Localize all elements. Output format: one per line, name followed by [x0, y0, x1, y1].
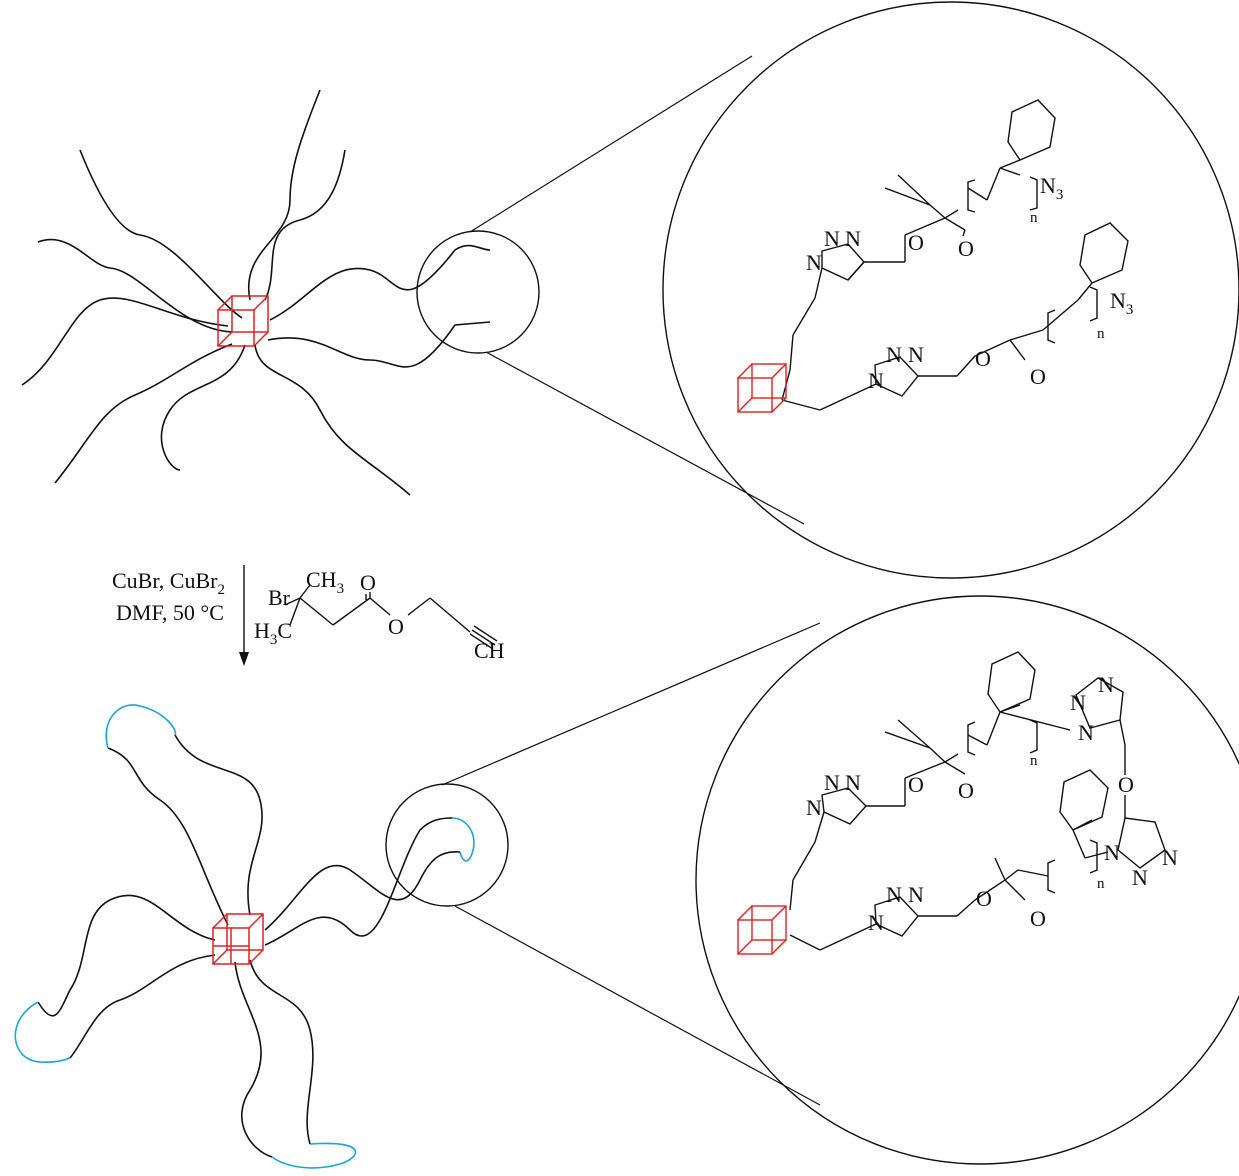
- polymer-arm: [69, 954, 216, 1059]
- atom-n: N: [868, 910, 884, 935]
- atom-o: O: [388, 614, 404, 639]
- atom-o: O: [958, 236, 974, 261]
- atom-o: O: [1030, 906, 1046, 931]
- alkyne-ch: CH: [474, 638, 505, 663]
- polymer-arm: [264, 851, 461, 931]
- repeat-n: n: [1030, 210, 1038, 226]
- zoom-line-top-upper: [469, 55, 753, 233]
- atom-n: N: [1162, 845, 1178, 870]
- atom-o: O: [1118, 772, 1134, 797]
- atom-n: N: [886, 882, 902, 907]
- atom-n: N: [1104, 840, 1120, 865]
- atom-o: O: [360, 570, 376, 595]
- atom-n: N: [806, 795, 822, 820]
- end-loop: [271, 1142, 357, 1169]
- atom-o: O: [908, 772, 924, 797]
- repeat-n: n: [1097, 326, 1105, 342]
- atom-n: N: [824, 770, 840, 795]
- atom-n: N: [845, 770, 861, 795]
- atom-n: N: [908, 882, 924, 907]
- polymer-arm: [21, 297, 229, 386]
- cube-core-bottom: [212, 913, 264, 965]
- atom-n: N: [845, 226, 861, 251]
- repeat-n: n: [1030, 753, 1038, 769]
- polymer-arm: [247, 89, 321, 301]
- zoom-circle-top: [662, 1, 1239, 579]
- atom-n: N: [1132, 865, 1148, 890]
- magnifier-circle-bottom: [385, 783, 509, 907]
- polymer-arm: [234, 961, 273, 1158]
- polymer-arm: [79, 149, 243, 319]
- reagent-molecule: Br CH3 H3C O O CH: [254, 567, 505, 663]
- cube-core-zoom-top: [737, 363, 787, 413]
- polymer-arm: [267, 321, 491, 368]
- methyl-h3c: H3C: [254, 618, 292, 648]
- zoom-circle-bottom: [695, 595, 1239, 1165]
- polymer-arm: [269, 244, 491, 321]
- atom-n: N: [886, 342, 902, 367]
- polymer-arm: [264, 149, 346, 301]
- star-polymer-top: [21, 89, 491, 496]
- zoom-line-bottom-upper: [441, 622, 821, 786]
- polymer-arm: [174, 734, 263, 916]
- zoom-structure-top: N N N O O N3 n N N N O O N3 n: [737, 99, 1133, 413]
- atom-o: O: [1030, 364, 1046, 389]
- reaction-arrow: [239, 565, 249, 666]
- azide-label: N3: [1110, 288, 1133, 318]
- atom-n: N: [824, 226, 840, 251]
- reagents-line2: DMF, 50 °C: [116, 600, 224, 625]
- star-polymer-bottom: [37, 734, 461, 1158]
- repeat-n: n: [1097, 876, 1105, 892]
- atom-o: O: [958, 778, 974, 803]
- end-loop: [14, 1001, 71, 1063]
- magnifier-circle-top: [416, 230, 540, 354]
- azide-label: N3: [1040, 173, 1063, 203]
- atom-n: N: [1098, 672, 1114, 697]
- methyl-ch3: CH3: [306, 567, 344, 597]
- polymer-arm: [254, 344, 411, 496]
- end-loop: [105, 704, 177, 749]
- zoom-line-bottom-lower: [454, 905, 821, 1106]
- polymer-arm: [54, 343, 233, 484]
- polymer-arm: [37, 238, 233, 333]
- zoom-line-top-lower: [485, 351, 805, 525]
- atom-n: N: [1070, 690, 1086, 715]
- atom-o: O: [975, 346, 991, 371]
- zoom-structure-bottom: N N N O O n N N N O N N N n N N N O O: [737, 651, 1178, 955]
- reagents-line1: CuBr, CuBr2: [112, 568, 225, 598]
- atom-br: Br: [268, 585, 291, 610]
- atom-n: N: [1078, 720, 1094, 745]
- polymer-arm: [264, 817, 453, 946]
- cube-core-top: [217, 295, 269, 347]
- atom-o: O: [908, 230, 924, 255]
- atom-n: N: [806, 250, 822, 275]
- cube-core-zoom-bottom: [737, 905, 787, 955]
- polymer-arm: [160, 344, 246, 471]
- atom-n: N: [908, 342, 924, 367]
- end-loop: [451, 817, 475, 862]
- end-loops: [14, 704, 475, 1169]
- polymer-arm: [107, 747, 229, 926]
- atom-n: N: [868, 368, 884, 393]
- polymer-arm: [37, 894, 216, 1017]
- polymer-arm: [249, 959, 314, 1145]
- atom-o: O: [976, 886, 992, 911]
